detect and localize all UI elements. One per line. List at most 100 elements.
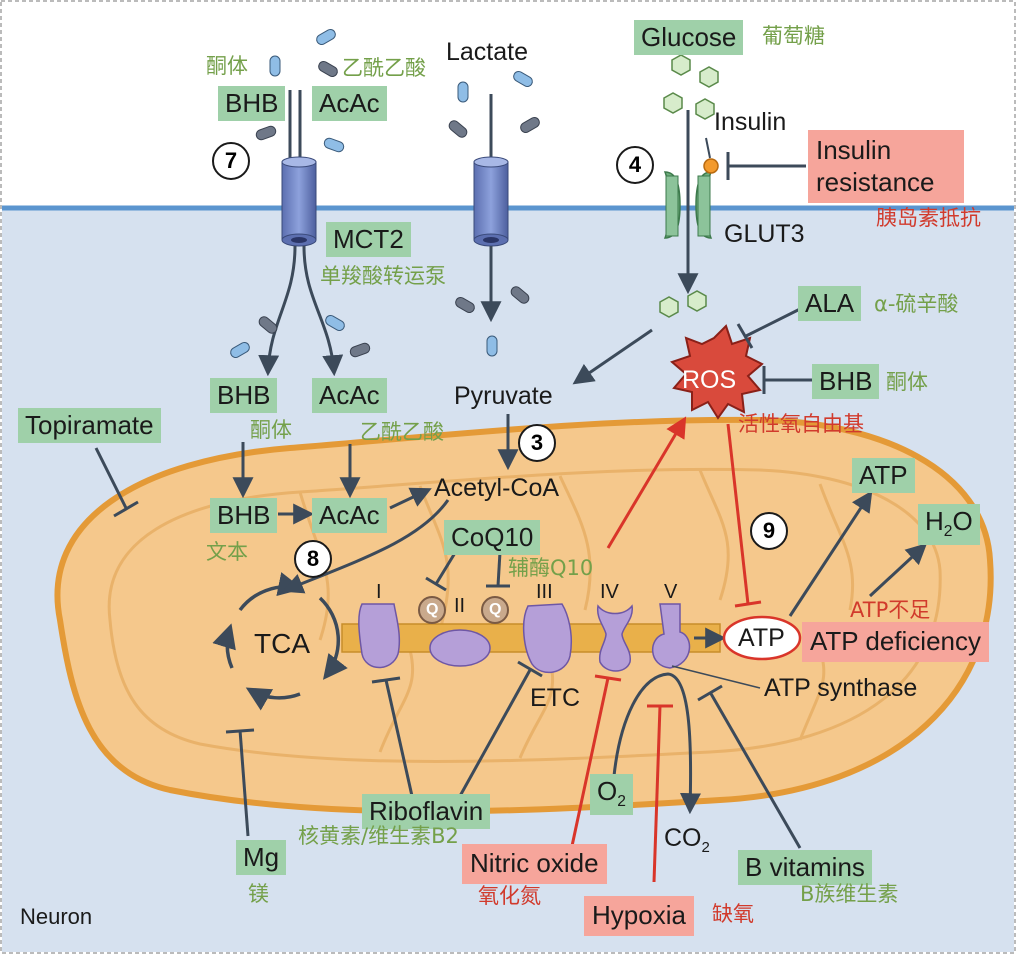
insulin-resistance-line1: Insulin (816, 135, 892, 165)
hypoxia-cn: 缺氧 (712, 902, 754, 926)
arrow-etc-ros (606, 416, 687, 549)
ketone-molecules (230, 29, 371, 358)
complex-iv-label: IV (600, 581, 619, 603)
etc-label: ETC (530, 684, 580, 712)
atp-synthase-label: ATP synthase (764, 674, 918, 702)
complex-ii-label: II (454, 595, 466, 617)
acetoacetic-cn-top: 乙酰乙酸 (342, 56, 426, 80)
o2-main: O (597, 776, 618, 806)
lactate-molecules (448, 71, 540, 357)
h2o-sub: 2 (943, 523, 953, 541)
arrow-acetylcoa-tca (282, 499, 450, 594)
arrow-bhb-in (258, 245, 297, 377)
glut3-label: GLUT3 (724, 220, 805, 248)
pyruvate-label: Pyruvate (454, 382, 553, 410)
ros-blob (670, 324, 764, 420)
text-cn: 文本 (206, 540, 248, 564)
inhibit-red-lines (570, 423, 762, 883)
inhibit-dark-lines (94, 306, 812, 849)
glut3-transporter (663, 110, 713, 295)
complex-v-label: V (664, 581, 678, 603)
mct2-transporter (281, 90, 317, 247)
b-vitamins-box: B vitamins (738, 850, 872, 885)
q-label-2: Q (489, 601, 502, 618)
ros-label: ROS (682, 366, 737, 394)
ketone-bodies-cn-top: 酮体 (206, 54, 248, 78)
insulin-label: Insulin (714, 108, 787, 136)
coq10-box: CoQ10 (444, 520, 541, 555)
b-vitamins-cn: B族维生素 (800, 882, 899, 906)
atp-deficiency-cn: ATP不足 (850, 598, 931, 622)
complex-ii (429, 629, 491, 667)
coq10-cn: 辅酶Q10 (508, 556, 594, 580)
mct2-box: MCT2 (326, 222, 411, 257)
h2o-main: H (925, 506, 944, 536)
insulin-resistance-box: Insulin resistance (808, 130, 964, 203)
step-7-badge: 7 (212, 142, 250, 180)
ala-box: ALA (798, 286, 862, 321)
complex-v (651, 603, 691, 669)
lactate-label: Lactate (446, 38, 529, 66)
ala-cn: α-硫辛酸 (874, 292, 959, 316)
atp-synthase-pointer (671, 665, 761, 689)
acac-box-mito: AcAc (312, 498, 387, 533)
insulin-molecule (703, 158, 719, 174)
arrow-atp-out (788, 490, 873, 617)
topiramate-box: Topiramate (18, 408, 161, 443)
mct2-cn: 单羧酸转运泵 (320, 264, 446, 288)
insulin-resistance-line2: resistance (816, 167, 935, 197)
arrow-glucose-pyruvate (572, 328, 653, 385)
glucose-cn: 葡萄糖 (762, 24, 825, 48)
ketone-bodies-cn-mid: 酮体 (250, 418, 292, 442)
complex-i (358, 603, 401, 669)
o2-sub: 2 (617, 793, 626, 811)
mg-cn: 镁 (248, 882, 269, 906)
insulin-pointer (705, 137, 711, 159)
mg-box: Mg (236, 840, 287, 875)
bhb-box-top: BHB (218, 86, 286, 121)
co2-label: CO2 (664, 826, 710, 856)
atp-box: ATP (852, 458, 915, 493)
glucose-molecules (659, 54, 719, 318)
acetoacetic-cn-mid: 乙酰乙酸 (360, 420, 444, 444)
q-carrier-1 (418, 596, 446, 624)
bhb-box-mid: BHB (210, 378, 278, 413)
atp-ellipse-label: ATP (738, 624, 785, 652)
q-label-1: Q (426, 601, 439, 618)
glucose-box: Glucose (634, 20, 744, 55)
neuron-label: Neuron (20, 904, 93, 929)
complex-i-label: I (376, 581, 382, 603)
arrow-h2o-out (868, 543, 928, 598)
nitric-oxide-cn: 氧化氮 (478, 884, 541, 908)
complex-iii (522, 603, 573, 674)
h2o-tail: O (952, 506, 973, 536)
complex-iii-label: III (536, 581, 553, 603)
nitric-oxide-box: Nitric oxide (462, 844, 607, 884)
riboflavin-box: Riboflavin (362, 794, 491, 829)
co2-sub: 2 (701, 839, 710, 856)
complex-iv (596, 604, 633, 672)
arrow-o2-co2 (612, 672, 701, 815)
tca-label: TCA (254, 628, 310, 659)
insulin-resistance-cn: 胰岛素抵抗 (876, 206, 981, 230)
lactate-transporter (473, 94, 509, 247)
q-carrier-2 (481, 596, 509, 624)
arrow-acac-in (302, 245, 344, 377)
arrow-acac-acetylcoa (389, 487, 432, 510)
ketone-bodies-cn-ros: 酮体 (886, 370, 928, 394)
step-4-badge: 4 (616, 146, 654, 184)
step-9-badge: 9 (750, 512, 788, 550)
atp-deficiency-box: ATP deficiency (802, 622, 990, 662)
acac-box-mid: AcAc (312, 378, 387, 413)
ros-cn: 活性氧自由基 (738, 412, 864, 436)
acac-box-top: AcAc (312, 86, 387, 121)
o2-box: O2 (590, 774, 633, 815)
h2o-box: H2O (918, 504, 980, 545)
step-8-badge: 8 (294, 540, 332, 578)
bhb-box-ros: BHB (812, 364, 880, 399)
bhb-box-mito: BHB (210, 498, 278, 533)
hypoxia-box: Hypoxia (584, 896, 694, 936)
acetyl-coa-label: Acetyl-CoA (434, 474, 560, 502)
atp-ellipse (722, 615, 802, 661)
